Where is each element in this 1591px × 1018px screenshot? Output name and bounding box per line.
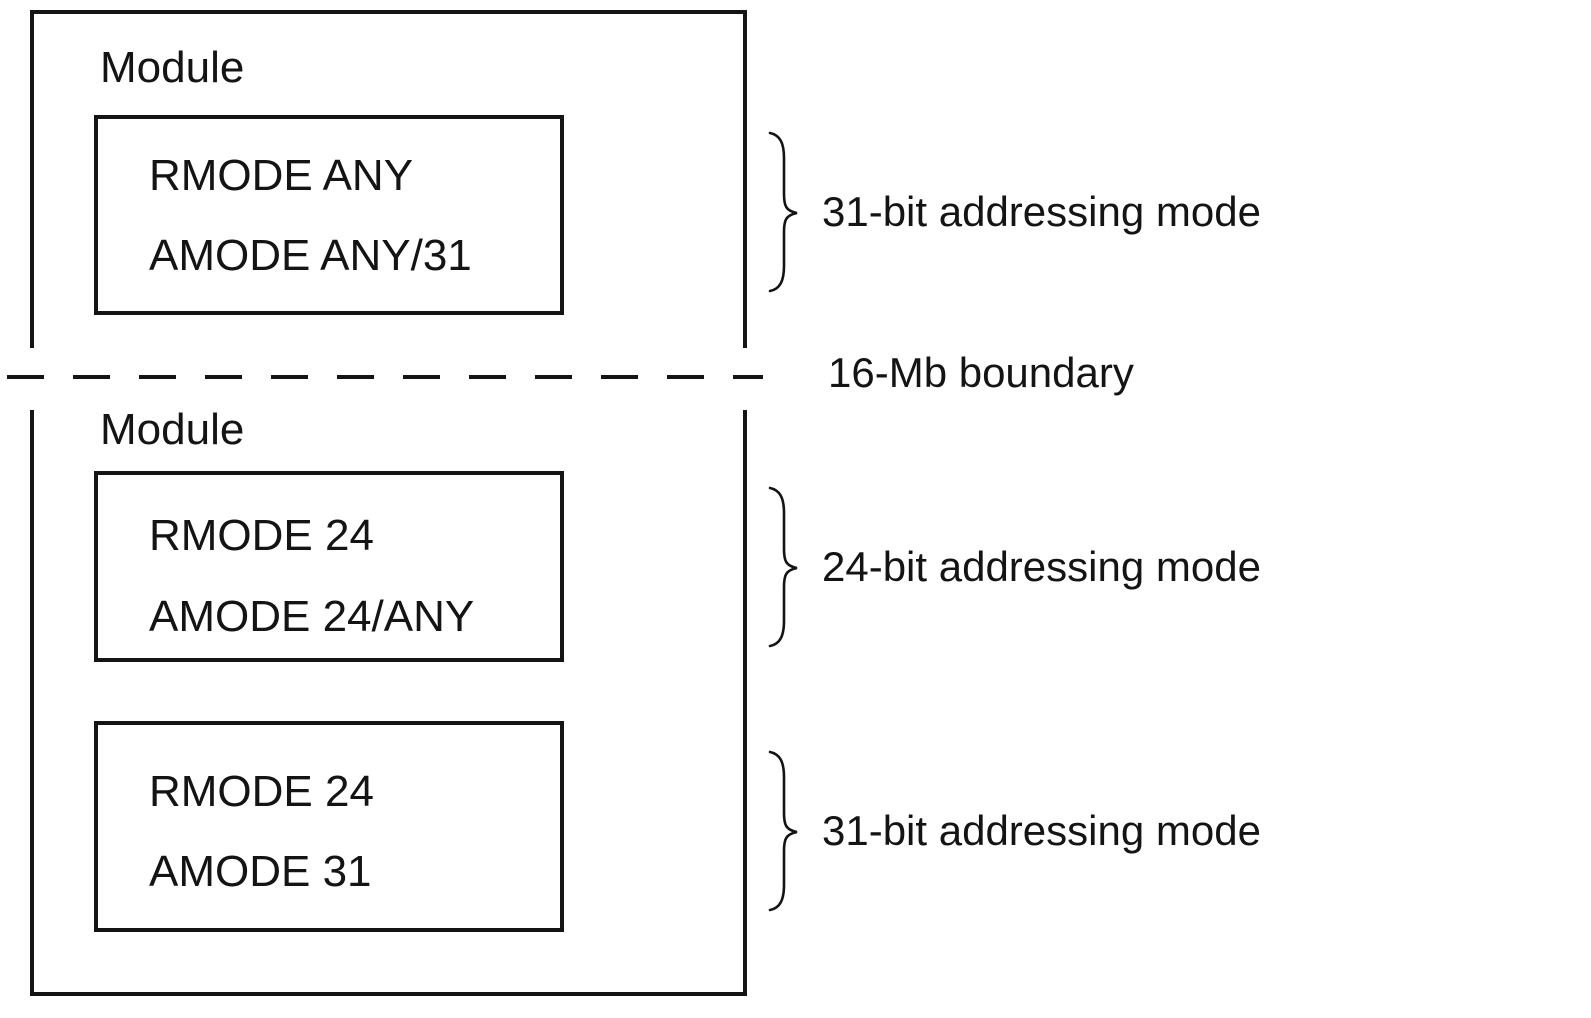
annotation-24bit: 24-bit addressing mode bbox=[822, 543, 1261, 590]
rmode-value: RMODE ANY bbox=[149, 151, 414, 200]
amode-value: AMODE 31 bbox=[149, 847, 372, 896]
rmode-value: RMODE 24 bbox=[149, 511, 374, 560]
curly-brace-icon bbox=[768, 486, 798, 648]
bottom-module-frame bbox=[30, 410, 747, 996]
amode-value: AMODE ANY/31 bbox=[149, 231, 472, 280]
top-module-frame bbox=[30, 10, 747, 348]
curly-brace-icon bbox=[768, 131, 798, 293]
rmode-any-code-box: RMODE ANY AMODE ANY/31 bbox=[94, 115, 564, 315]
amode-value: AMODE 24/ANY bbox=[149, 592, 475, 641]
rmode24-amode24any-code-box: RMODE 24 AMODE 24/ANY bbox=[94, 471, 564, 662]
curly-brace-icon bbox=[768, 750, 798, 912]
bottom-module-title: Module bbox=[100, 405, 245, 454]
top-module-title: Module bbox=[100, 43, 245, 92]
rmode24-amode31-code-box: RMODE 24 AMODE 31 bbox=[94, 721, 564, 932]
boundary-dashed-line bbox=[7, 375, 763, 379]
rmode-value: RMODE 24 bbox=[149, 767, 374, 816]
annotation-31bit-top: 31-bit addressing mode bbox=[822, 188, 1261, 235]
annotation-31bit-bottom: 31-bit addressing mode bbox=[822, 807, 1261, 854]
boundary-label: 16-Mb boundary bbox=[828, 349, 1134, 396]
